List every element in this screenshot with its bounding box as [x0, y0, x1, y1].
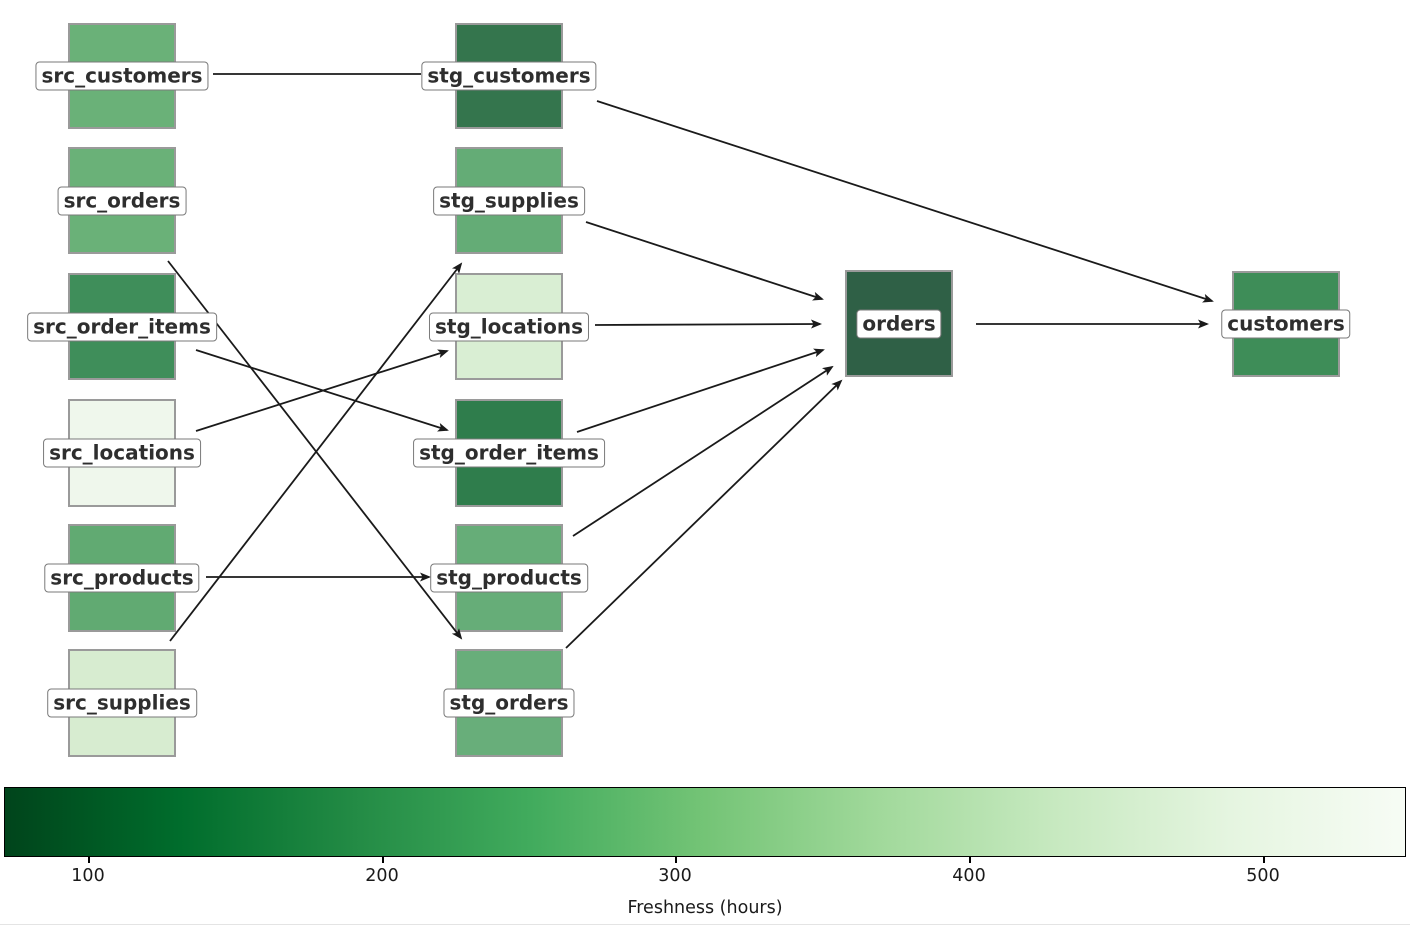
colorbar-tick-label-200: 200	[365, 866, 399, 886]
edge-stg_supplies-to-orders	[585, 221, 824, 301]
colorbar-tick-label-400: 400	[952, 866, 986, 886]
colorbar-tick-label-300: 300	[658, 866, 692, 886]
edge-stg_products-to-orders	[572, 365, 834, 537]
edge-stg_order_items-to-orders	[576, 348, 825, 433]
node-label-src_order_items: src_order_items	[27, 312, 217, 341]
colorbar-axis-label: Freshness (hours)	[627, 898, 783, 918]
edge-stg_locations-to-orders	[594, 319, 822, 329]
node-label-customers: customers	[1221, 309, 1351, 339]
node-label-stg_locations: stg_locations	[428, 312, 590, 341]
colorbar-tick-mark-300	[675, 857, 677, 863]
edge-src_locations-to-stg_locations	[195, 349, 449, 432]
node-label-src_locations: src_locations	[43, 438, 201, 468]
node-label-stg_orders: stg_orders	[443, 688, 575, 718]
node-label-stg_products: stg_products	[430, 563, 588, 593]
node-label-orders: orders	[856, 309, 942, 338]
node-label-src_orders: src_orders	[57, 186, 187, 215]
node-label-src_products: src_products	[44, 563, 200, 593]
colorbar-tick-mark-500	[1263, 857, 1265, 863]
colorbar-tick-mark-200	[382, 857, 384, 863]
edge-stg_orders-to-orders	[565, 379, 843, 649]
node-label-stg_customers: stg_customers	[421, 61, 597, 91]
node-label-stg_order_items: stg_order_items	[413, 438, 605, 468]
edge-stg_customers-to-customers	[596, 100, 1214, 303]
colorbar-tick-mark-100	[88, 857, 90, 863]
node-label-src_supplies: src_supplies	[47, 688, 197, 718]
bottom-divider	[0, 924, 1410, 925]
colorbar-tick-label-500: 500	[1246, 866, 1280, 886]
colorbar-tick-label-100: 100	[71, 866, 105, 886]
edge-src_supplies-to-stg_supplies	[169, 262, 463, 642]
colorbar-tick-mark-400	[969, 857, 971, 863]
node-label-stg_supplies: stg_supplies	[433, 186, 585, 215]
edge-src_order_items-to-stg_order_items	[195, 349, 449, 432]
node-label-src_customers: src_customers	[35, 61, 209, 91]
colorbar-gradient	[4, 787, 1406, 857]
